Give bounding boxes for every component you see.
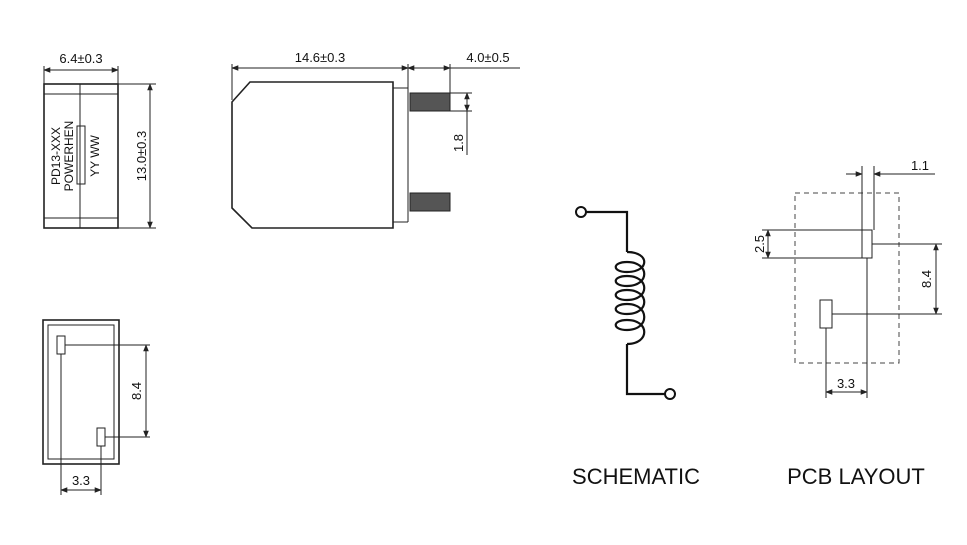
pcb-pad-1 [861, 229, 873, 259]
marking-line-3: YY WW [88, 134, 102, 176]
pcb-pad-2 [819, 299, 833, 329]
pcb-pad-length-dim: 2.5 [752, 235, 767, 253]
pcb-pad-spacing-dim: 8.4 [919, 270, 934, 288]
top-view-body [43, 83, 119, 229]
bottom-pin-spacing-dim: 8.4 [129, 382, 144, 400]
terminal-1 [575, 206, 587, 218]
bottom-pin-1 [56, 335, 66, 355]
side-pin-gap-dim: 1.8 [451, 134, 466, 152]
top-width-dim: 6.4±0.3 [59, 51, 102, 66]
pcb-layout-caption: PCB LAYOUT [787, 464, 925, 489]
side-pin-length-dim: 4.0±0.5 [466, 50, 509, 65]
schematic-caption: SCHEMATIC [572, 464, 700, 489]
marking-line-2: POWERHEN [62, 121, 76, 192]
side-pin-upper [409, 92, 451, 112]
pcb-pad-width-dim: 1.1 [911, 158, 929, 173]
side-length-dim: 14.6±0.3 [295, 50, 346, 65]
inductor-coil [614, 250, 646, 346]
pcb-outline [794, 192, 900, 364]
schematic: SCHEMATIC [572, 206, 700, 489]
bottom-pin-offset-dim: 3.3 [72, 473, 90, 488]
top-view: 6.4±0.3 13.0±0.3 PD13-XXX POWERHEN YY WW [43, 51, 156, 229]
pcb-pad-offset-dim: 3.3 [837, 376, 855, 391]
side-view: 14.6±0.3 4.0±0.5 1.8 [231, 50, 520, 229]
bottom-view: 8.4 3.3 [42, 319, 150, 495]
terminal-2 [664, 388, 676, 400]
bottom-pin-2 [96, 427, 106, 447]
bottom-view-body [42, 319, 120, 465]
side-view-body [231, 81, 394, 229]
marking-line-1: PD13-XXX [49, 127, 63, 185]
pcb-layout: 1.1 2.5 8.4 3.3 PCB LAYOUT [752, 158, 942, 489]
top-height-dim: 13.0±0.3 [134, 131, 149, 182]
side-pin-lower [409, 192, 451, 212]
